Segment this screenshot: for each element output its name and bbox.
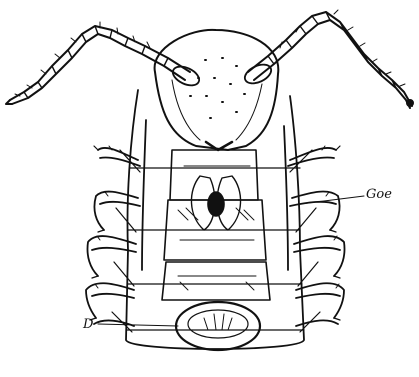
sternal-plate [162, 150, 270, 300]
left-legs [86, 146, 140, 326]
left-antenna [6, 22, 190, 104]
right-antenna [248, 10, 413, 108]
head [155, 30, 279, 150]
label-d: D [83, 318, 93, 331]
leader-line-d [98, 324, 178, 326]
label-goe: Goe [366, 188, 392, 201]
genital-oval [176, 302, 260, 350]
right-legs [288, 146, 345, 326]
